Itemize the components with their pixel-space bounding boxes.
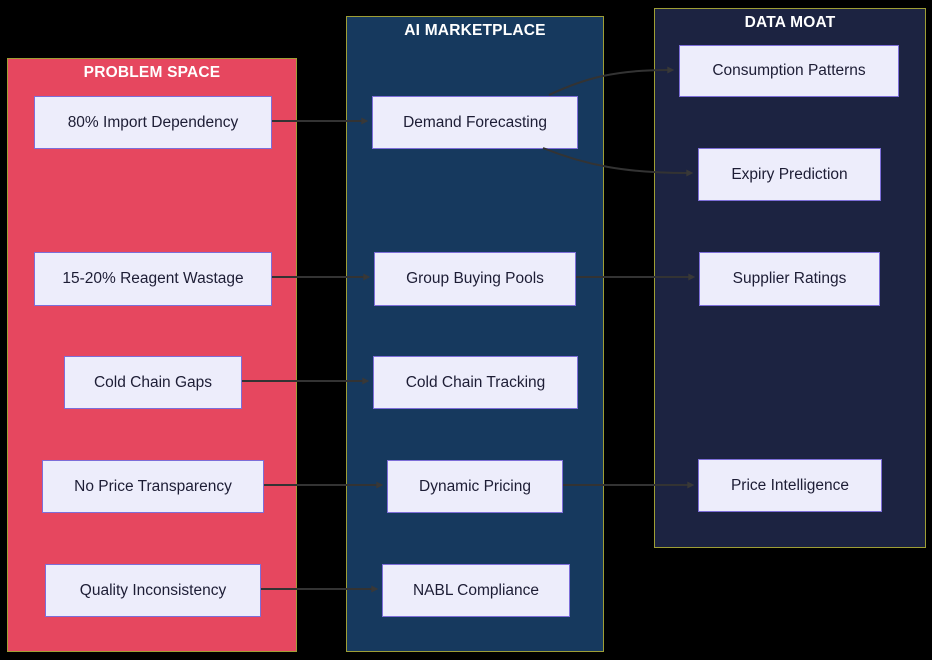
subgraph-data-moat: DATA MOAT Consumption Patterns Expiry Pr… <box>654 8 926 548</box>
node-demand-forecasting: Demand Forecasting <box>372 96 578 149</box>
data-moat-title: DATA MOAT <box>744 14 836 31</box>
subgraph-ai-marketplace: AI MARKETPLACE Demand Forecasting Group … <box>346 16 604 652</box>
ai-marketplace-title: AI MARKETPLACE <box>404 22 546 39</box>
node-nabl-compliance: NABL Compliance <box>382 564 570 617</box>
node-cold-chain-tracking: Cold Chain Tracking <box>373 356 578 409</box>
node-supplier-ratings: Supplier Ratings <box>699 252 880 306</box>
node-expiry-prediction: Expiry Prediction <box>698 148 881 201</box>
node-price-intelligence: Price Intelligence <box>698 459 882 512</box>
node-cold-chain-gaps: Cold Chain Gaps <box>64 356 242 409</box>
node-reagent-wastage: 15-20% Reagent Wastage <box>34 252 272 306</box>
node-import-dependency: 80% Import Dependency <box>34 96 272 149</box>
node-quality-inconsistency: Quality Inconsistency <box>45 564 261 617</box>
node-group-buying-pools: Group Buying Pools <box>374 252 576 306</box>
problem-space-title: PROBLEM SPACE <box>83 64 221 81</box>
node-consumption-patterns: Consumption Patterns <box>679 45 899 97</box>
node-price-transparency: No Price Transparency <box>42 460 264 513</box>
node-dynamic-pricing: Dynamic Pricing <box>387 460 563 513</box>
subgraph-problem-space: PROBLEM SPACE 80% Import Dependency 15-2… <box>7 58 297 652</box>
